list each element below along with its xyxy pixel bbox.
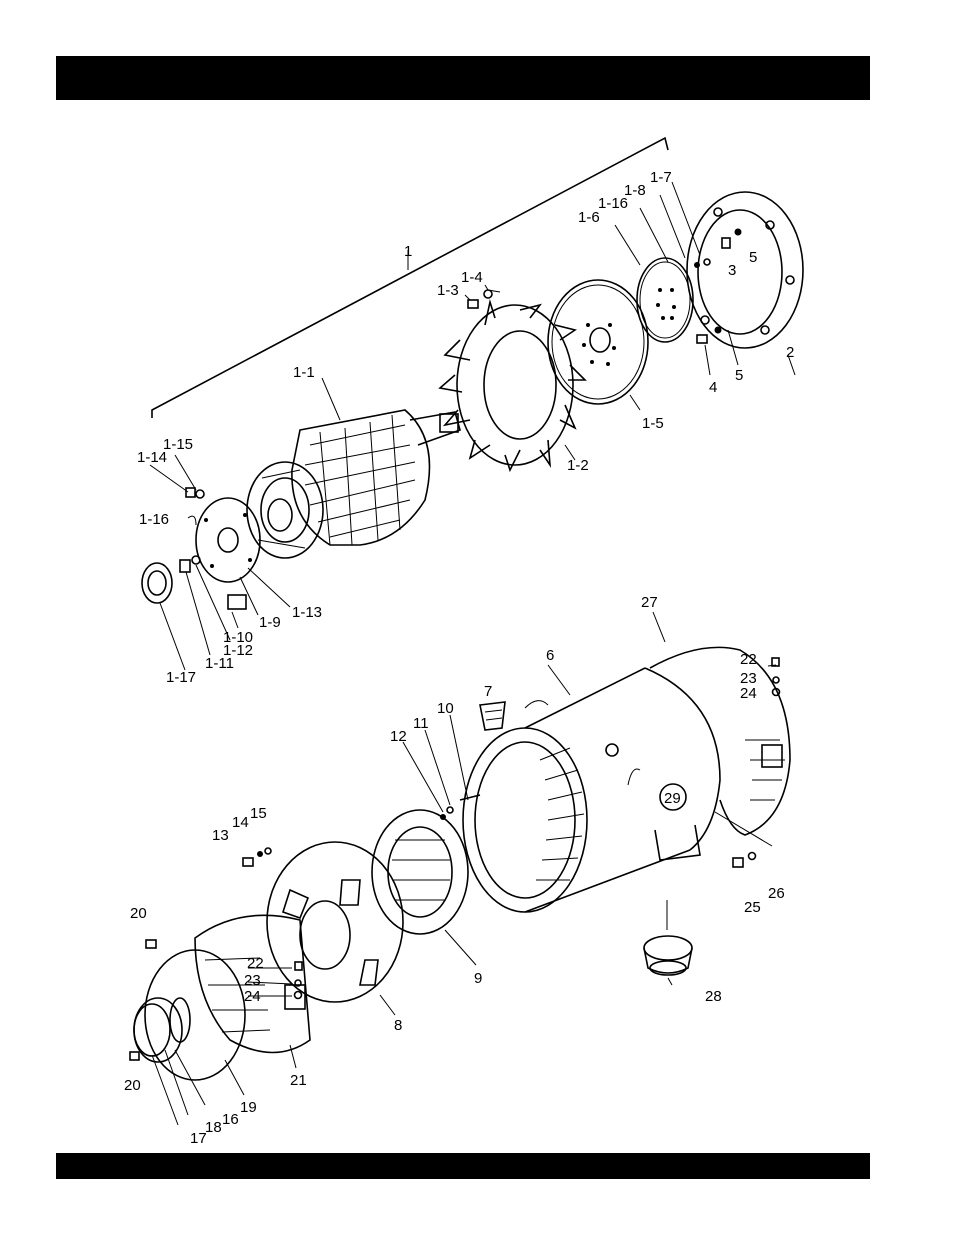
rubber-mount (644, 900, 692, 975)
callout-8: 8 (394, 1017, 402, 1034)
callout-11: 11 (413, 715, 429, 732)
callout-25: 25 (744, 899, 761, 916)
callout-15: 15 (250, 805, 267, 822)
fan-shroud (145, 950, 245, 1080)
rotor-hardware (180, 488, 246, 609)
callout-29: 29 (664, 790, 681, 807)
callout-12: 12 (390, 728, 407, 745)
frame-screws (733, 853, 756, 868)
callout-1-17: 1-17 (166, 669, 196, 686)
stator-bolt-washers (440, 795, 480, 820)
fan-screw (468, 290, 500, 308)
adapter-ring (687, 192, 803, 348)
bearing-bracket (196, 498, 260, 582)
callout-26: 26 (768, 885, 785, 902)
callout-28: 28 (705, 988, 722, 1005)
callout-labels: 1 1-1 1-2 1-3 1-4 1-5 1-6 1-16 1-8 1-7 1… (124, 169, 794, 1147)
end-bracket (267, 842, 403, 1002)
rotor-core (247, 410, 460, 558)
cover-screws (130, 940, 156, 1060)
exciter-stator (372, 810, 468, 934)
callout-22-right: 22 (740, 651, 757, 668)
callout-16: 16 (222, 1111, 239, 1128)
callout-1-1: 1-1 (293, 364, 315, 381)
callout-9: 9 (474, 970, 482, 987)
stator-frame (463, 668, 720, 912)
hub-plate (637, 258, 693, 342)
callout-1-9: 1-9 (259, 614, 281, 631)
end-bracket-screws (243, 848, 271, 866)
bearing (142, 563, 172, 603)
callout-1-11: 1-11 (205, 655, 234, 672)
callout-1-2: 1-2 (567, 457, 589, 474)
callout-1-5: 1-5 (642, 415, 664, 432)
callout-22-left: 22 (247, 955, 264, 972)
callout-1-6: 1-6 (578, 209, 600, 226)
callout-2: 2 (786, 344, 794, 361)
callout-1-16: 1-16 (139, 511, 169, 528)
callout-13: 13 (212, 827, 229, 844)
callout-7: 7 (484, 683, 492, 700)
coupling-disc (548, 280, 648, 404)
fan-hub (134, 998, 190, 1062)
callout-14: 14 (232, 814, 249, 831)
callout-20-bottom: 20 (124, 1077, 141, 1094)
callout-1-4: 1-4 (461, 269, 483, 286)
callout-24-right: 24 (740, 685, 757, 702)
callout-17: 17 (190, 1130, 207, 1147)
callout-1-7: 1-7 (650, 169, 672, 186)
callout-21: 21 (290, 1072, 307, 1089)
callout-4: 4 (709, 379, 717, 396)
callout-5-top: 5 (749, 249, 757, 266)
callout-1-3: 1-3 (437, 282, 459, 299)
callout-24-left: 24 (244, 988, 261, 1005)
callout-1-13: 1-13 (292, 604, 322, 621)
callout-19: 19 (240, 1099, 257, 1116)
callout-6: 6 (546, 647, 554, 664)
callout-5: 5 (735, 367, 743, 384)
callout-1-8: 1-8 (624, 182, 646, 199)
cable-gland (480, 701, 548, 730)
callout-18: 18 (205, 1119, 222, 1136)
callout-23-left: 23 (244, 972, 261, 989)
callout-20-top: 20 (130, 905, 147, 922)
callout-1: 1 (404, 243, 412, 260)
assembly-bracket-1 (152, 138, 668, 418)
callout-3: 3 (728, 262, 736, 279)
callout-1-15: 1-15 (163, 436, 193, 453)
callout-10: 10 (437, 700, 454, 717)
callout-27: 27 (641, 594, 658, 611)
